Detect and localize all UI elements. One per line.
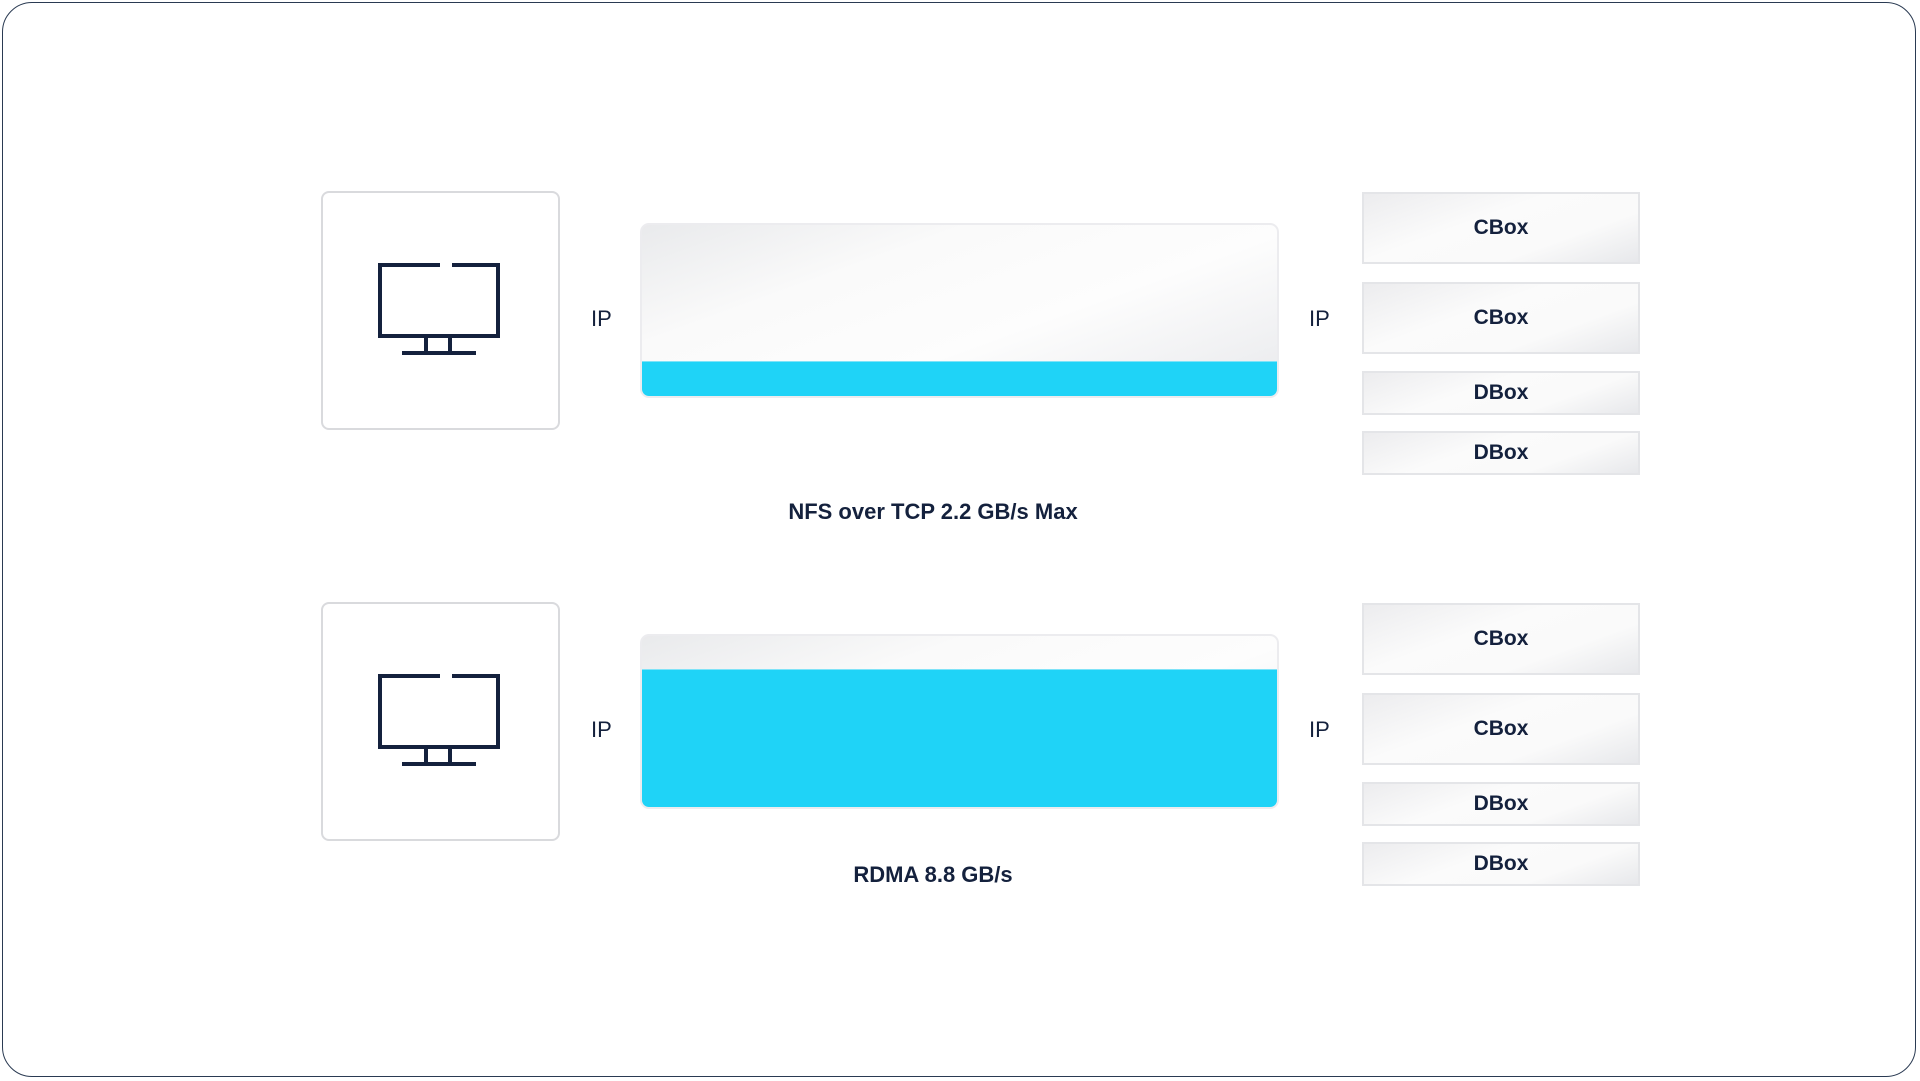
dbox-node: DBox — [1362, 782, 1640, 826]
client-box — [321, 191, 560, 430]
throughput-fill — [642, 360, 1277, 396]
monitor-icon — [378, 263, 500, 355]
section-caption: RDMA 8.8 GB/s — [853, 862, 1013, 887]
throughput-bar — [640, 634, 1279, 809]
cbox-node: CBox — [1362, 192, 1640, 264]
ip-label-right: IP — [1309, 306, 1330, 331]
throughput-fill — [642, 669, 1277, 807]
dbox-node: DBox — [1362, 842, 1640, 886]
monitor-icon — [378, 674, 500, 766]
rdma-section: IP IP CBox CBox DBox DBox RDMA 8.8 GB/s — [0, 602, 1920, 1002]
cbox-node: CBox — [1362, 282, 1640, 354]
ip-label-left: IP — [591, 717, 612, 742]
dbox-node: DBox — [1362, 431, 1640, 475]
section-caption: NFS over TCP 2.2 GB/s Max — [788, 499, 1078, 524]
ip-label-left: IP — [591, 306, 612, 331]
nfs-section: IP IP CBox CBox DBox DBox NFS over TCP 2… — [0, 191, 1920, 591]
cbox-node: CBox — [1362, 603, 1640, 675]
cbox-node: CBox — [1362, 693, 1640, 765]
client-box — [321, 602, 560, 841]
ip-label-right: IP — [1309, 717, 1330, 742]
dbox-node: DBox — [1362, 371, 1640, 415]
throughput-bar — [640, 223, 1279, 398]
